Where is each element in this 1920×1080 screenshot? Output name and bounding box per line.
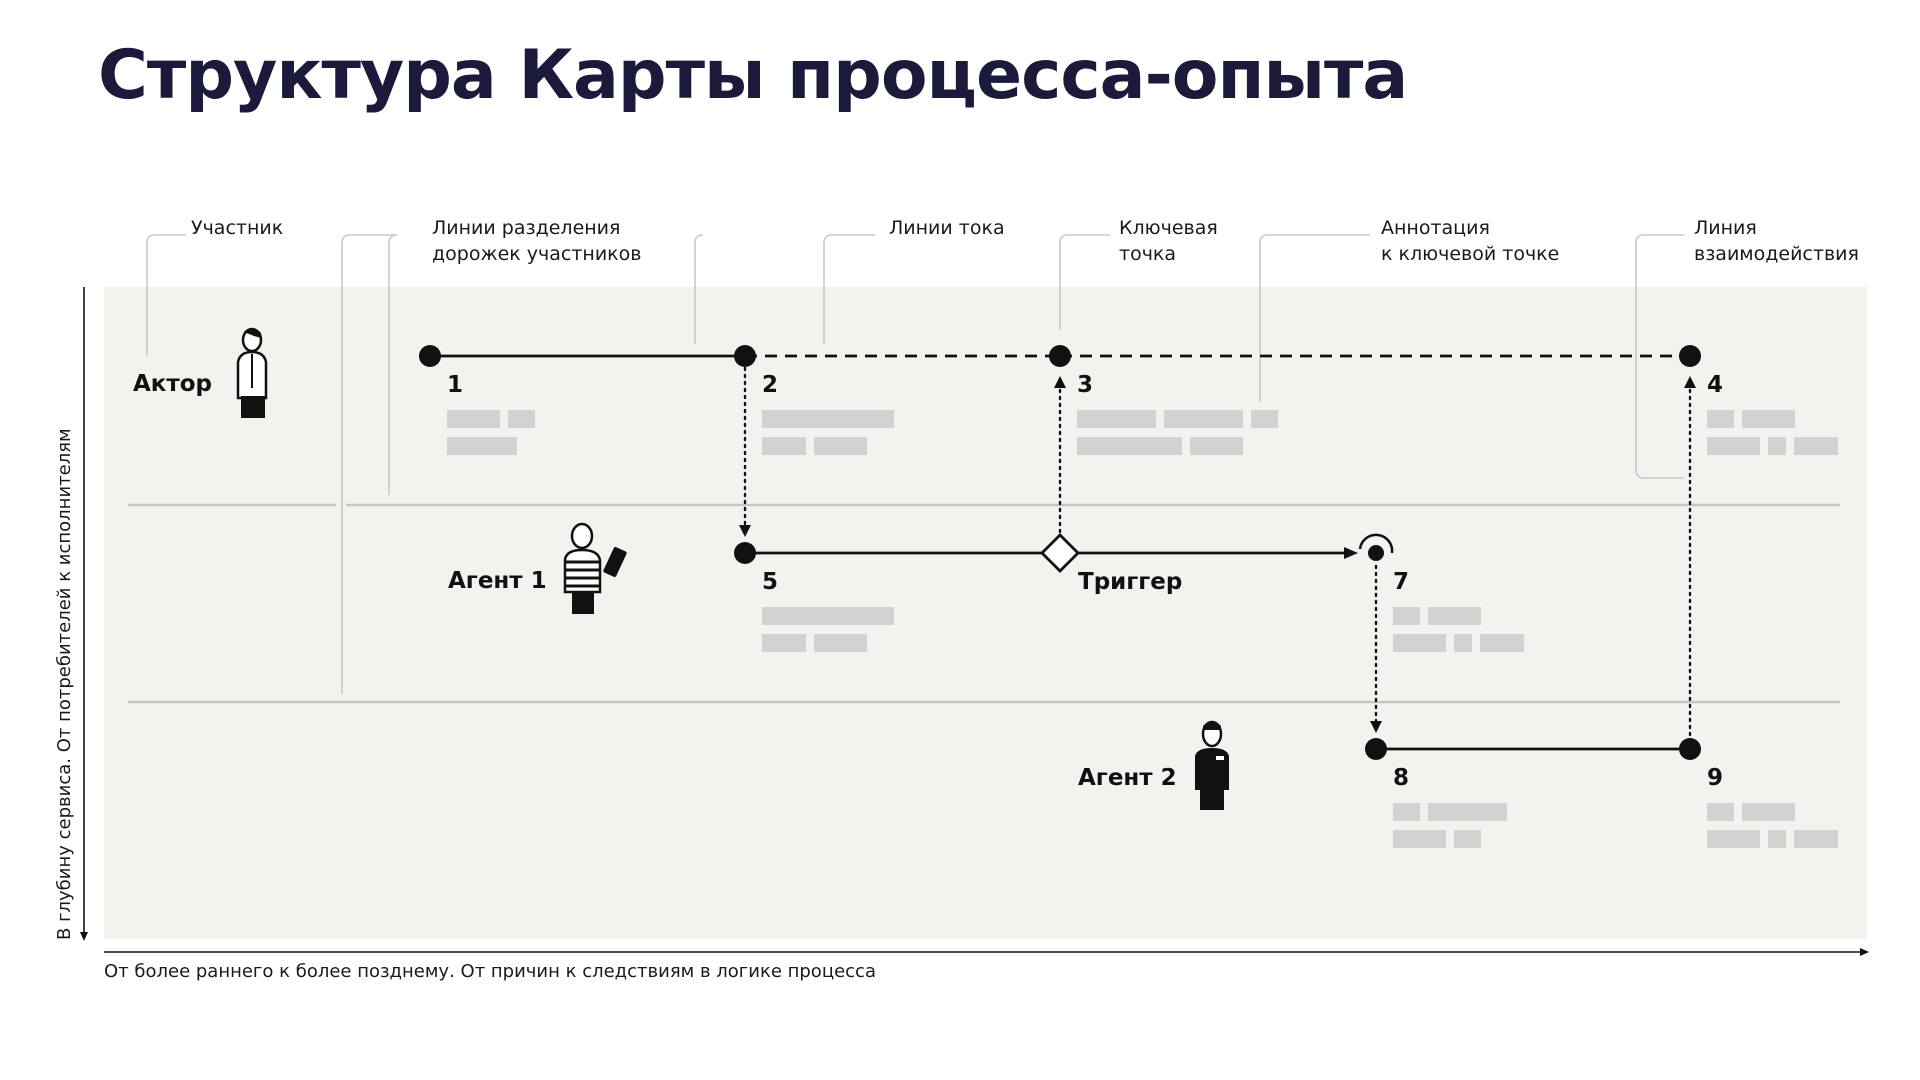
- staff-person-icon: [1195, 720, 1229, 810]
- callout-line-interaction: [1635, 234, 1684, 479]
- key-point-3: [1049, 345, 1071, 367]
- callout-key-point-line2: точка: [1119, 243, 1176, 265]
- map-board: [104, 287, 1867, 939]
- lane-label-actor: Актор: [133, 371, 212, 397]
- callout-swimlane-line2: дорожек участников: [432, 243, 641, 265]
- callout-line-swimlane-2: [341, 234, 390, 694]
- callout-line-swimlane: [388, 234, 398, 495]
- callout-line-participant: [146, 234, 186, 356]
- page-title: Структура Карты процесса-опыта: [98, 36, 1408, 115]
- vertical-axis-arrow: [80, 932, 88, 941]
- callout-line-annotation: [1259, 234, 1370, 402]
- callout-swimlane-line1: Линии разделения: [432, 217, 620, 239]
- annotation-placeholder-9: [1707, 803, 1838, 848]
- callout-interaction-line1: Линия: [1694, 217, 1757, 239]
- annotation-placeholder-2: [762, 410, 894, 455]
- annotation-placeholder-1: [447, 410, 535, 455]
- annotation-placeholder-7: [1393, 607, 1524, 652]
- callout-participant: Участник: [191, 217, 283, 239]
- annotation-placeholder-3: [1077, 410, 1278, 455]
- annotation-placeholder-4: [1707, 410, 1838, 455]
- arrow-head-to-7: [1344, 547, 1358, 559]
- diamond-icon: [1040, 533, 1080, 573]
- callout-line-flow-2: [823, 234, 875, 344]
- person-with-tablet-icon: [563, 522, 627, 614]
- point-label-4: 4: [1707, 372, 1723, 398]
- key-point-8: [1365, 738, 1387, 760]
- callout-annotation-line1: Аннотация: [1381, 217, 1490, 239]
- callout-line-key-point: [1059, 234, 1110, 330]
- annotation-placeholder-8: [1393, 803, 1507, 848]
- vertical-axis-label: В глубину сервиса. От потребителей к исп…: [54, 428, 75, 940]
- point-label-8: 8: [1393, 765, 1409, 791]
- callout-line-flow: [694, 234, 704, 344]
- point-label-5: 5: [762, 569, 778, 595]
- point-label-7: 7: [1393, 569, 1409, 595]
- person-icon: [236, 327, 268, 418]
- annotation-placeholder-5: [762, 607, 894, 652]
- point-label-1: 1: [447, 372, 463, 398]
- key-point-7: [1368, 545, 1384, 561]
- arrow-head-to-4: [1684, 376, 1696, 388]
- key-point-9: [1679, 738, 1701, 760]
- key-point-5: [734, 542, 756, 564]
- key-point-7-arc: [1358, 533, 1394, 554]
- lane-label-agent-1: Агент 1: [448, 568, 547, 594]
- callout-key-point-line1: Ключевая: [1119, 217, 1218, 239]
- key-point-2: [734, 345, 756, 367]
- callout-flow-lines: Линии тока: [889, 217, 1005, 239]
- point-label-trigger: Триггер: [1078, 569, 1182, 595]
- lane-label-agent-2: Агент 2: [1078, 765, 1177, 791]
- horizontal-axis-label: От более раннего к более позднему. От пр…: [104, 961, 876, 982]
- callout-annotation-line2: к ключевой точке: [1381, 243, 1559, 265]
- arrow-head-to-8: [1370, 721, 1382, 733]
- point-label-9: 9: [1707, 765, 1723, 791]
- point-label-3: 3: [1077, 372, 1093, 398]
- key-point-4: [1679, 345, 1701, 367]
- callout-interaction-line2: взаимодействия: [1694, 243, 1859, 265]
- point-label-2: 2: [762, 372, 778, 398]
- arrow-head-to-3: [1054, 376, 1066, 388]
- horizontal-axis-arrow: [1860, 948, 1869, 956]
- arrow-head-to-5: [739, 525, 751, 537]
- key-point-1: [419, 345, 441, 367]
